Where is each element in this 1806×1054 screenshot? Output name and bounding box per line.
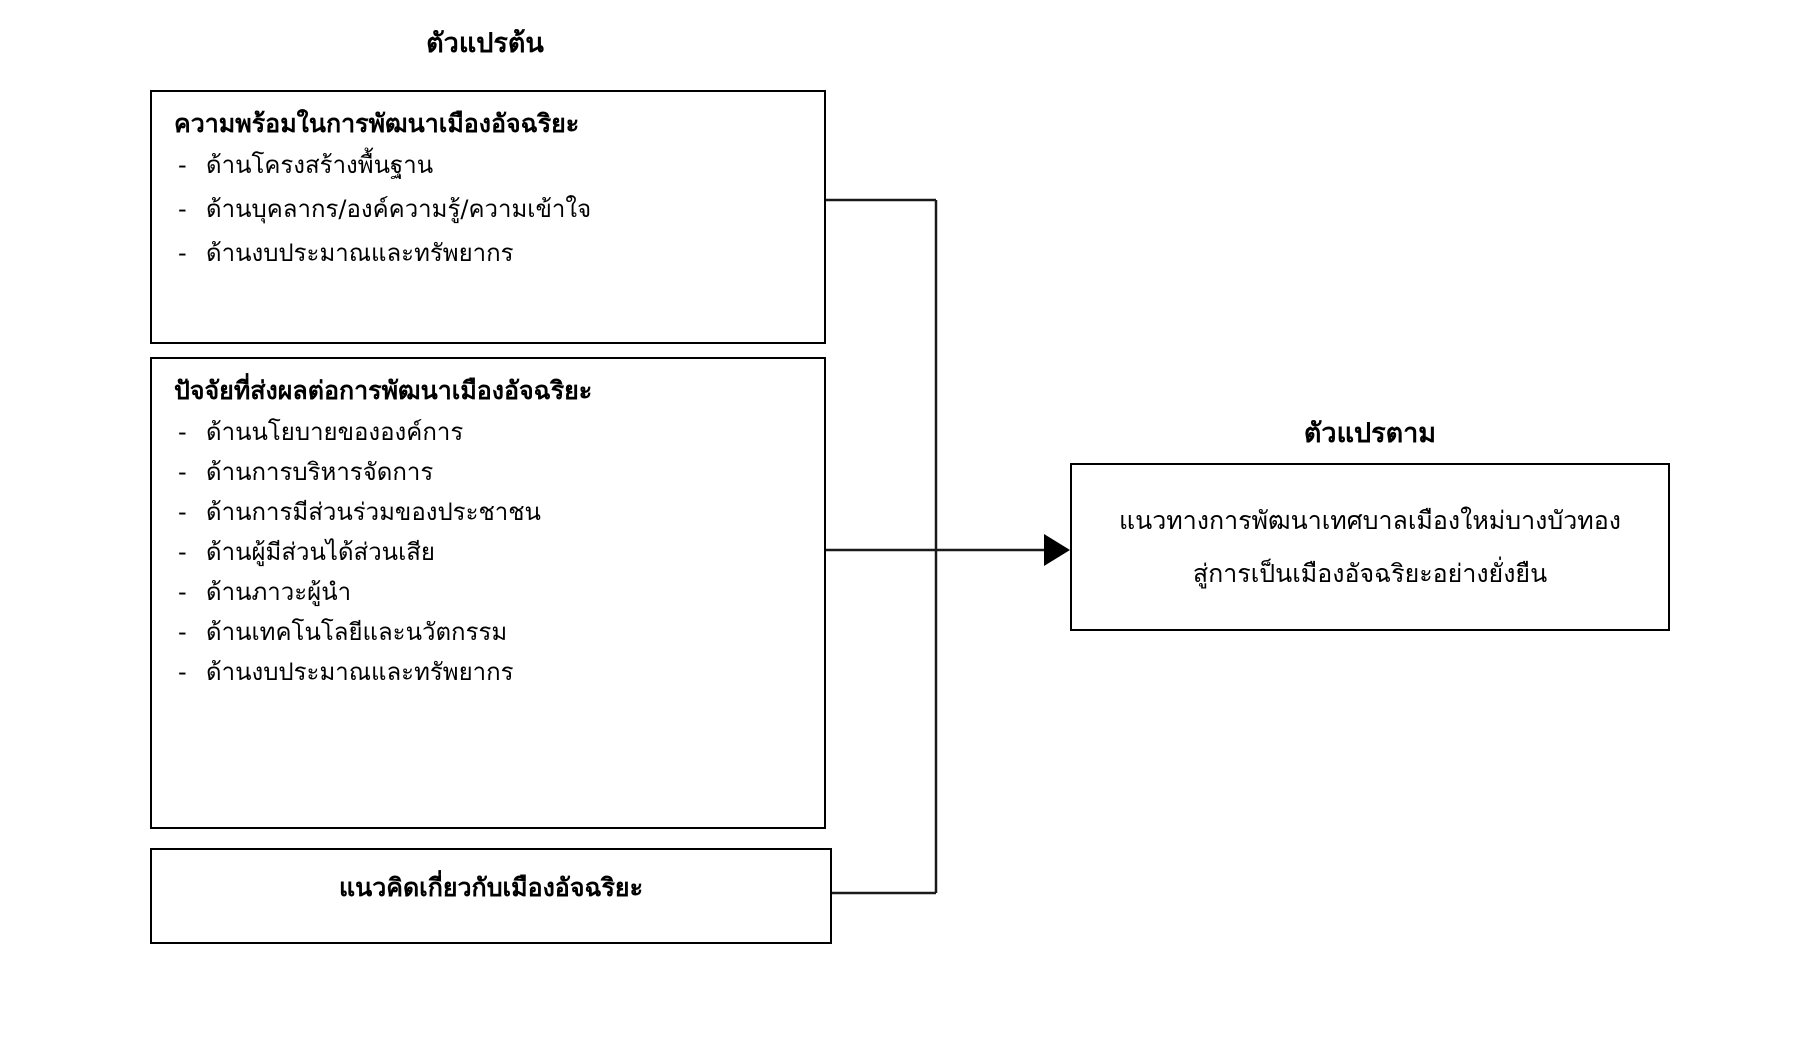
bullet-dash: - bbox=[178, 578, 187, 607]
list-item: - ด้านงบประมาณและทรัพยากร bbox=[174, 660, 802, 684]
box-outcome-line-2: สู่การเป็นเมืองอัจฉริยะอย่างยั่งยืน bbox=[1192, 559, 1548, 588]
box-readiness: ความพร้อมในการพัฒนาเมืองอัจฉริยะ - ด้านโ… bbox=[150, 90, 826, 344]
list-item: - ด้านการบริหารจัดการ bbox=[174, 460, 802, 484]
list-item-label: ด้านนโยบายขององค์การ bbox=[206, 418, 464, 447]
list-item: - ด้านนโยบายขององค์การ bbox=[174, 420, 802, 444]
arrowhead-icon bbox=[1044, 534, 1070, 566]
list-item-label: ด้านบุคลากร/องค์ความรู้/ความเข้าใจ bbox=[206, 195, 592, 224]
list-item-label: ด้านเทคโนโลยีและนวัตกรรม bbox=[206, 618, 508, 647]
bullet-dash: - bbox=[178, 458, 187, 487]
bullet-dash: - bbox=[178, 498, 187, 527]
box-factors-list: - ด้านนโยบายขององค์การ - ด้านการบริหารจั… bbox=[174, 420, 802, 684]
box-readiness-title: ความพร้อมในการพัฒนาเมืองอัจฉริยะ bbox=[174, 109, 580, 138]
list-item: - ด้านบุคลากร/องค์ความรู้/ความเข้าใจ bbox=[174, 197, 802, 221]
list-item-label: ด้านการบริหารจัดการ bbox=[206, 458, 434, 487]
list-item: - ด้านงบประมาณและทรัพยากร bbox=[174, 241, 802, 265]
box-outcome-line-1: แนวทางการพัฒนาเทศบาลเมืองใหม่บางบัวทอง bbox=[1118, 506, 1621, 535]
box-smart-city-concept-title: แนวคิดเกี่ยวกับเมืองอัจฉริยะ bbox=[338, 873, 644, 902]
bullet-dash: - bbox=[178, 195, 187, 224]
dependent-variable-heading: ตัวแปรตาม bbox=[1303, 418, 1437, 449]
bullet-dash: - bbox=[178, 538, 187, 567]
list-item: - ด้านโครงสร้างพื้นฐาน bbox=[174, 153, 802, 177]
box-outcome: แนวทางการพัฒนาเทศบาลเมืองใหม่บางบัวทอง ส… bbox=[1070, 463, 1670, 631]
bullet-dash: - bbox=[178, 151, 187, 180]
list-item: - ด้านเทคโนโลยีและนวัตกรรม bbox=[174, 620, 802, 644]
list-item-label: ด้านผู้มีส่วนได้ส่วนเสีย bbox=[206, 538, 435, 567]
bullet-dash: - bbox=[178, 239, 187, 268]
list-item: - ด้านภาวะผู้นำ bbox=[174, 580, 802, 604]
box-factors: ปัจจัยที่ส่งผลต่อการพัฒนาเมืองอัจฉริยะ -… bbox=[150, 357, 826, 829]
bullet-dash: - bbox=[178, 418, 187, 447]
list-item-label: ด้านงบประมาณและทรัพยากร bbox=[206, 658, 514, 687]
list-item: - ด้านผู้มีส่วนได้ส่วนเสีย bbox=[174, 540, 802, 564]
box-smart-city-concept: แนวคิดเกี่ยวกับเมืองอัจฉริยะ bbox=[150, 848, 832, 944]
list-item-label: ด้านภาวะผู้นำ bbox=[206, 578, 352, 607]
list-item-label: ด้านงบประมาณและทรัพยากร bbox=[206, 239, 514, 268]
list-item-label: ด้านการมีส่วนร่วมของประชาชน bbox=[206, 498, 541, 527]
independent-variable-heading: ตัวแปรต้น bbox=[426, 28, 544, 59]
list-item-label: ด้านโครงสร้างพื้นฐาน bbox=[206, 151, 434, 180]
list-item: - ด้านการมีส่วนร่วมของประชาชน bbox=[174, 500, 802, 524]
box-factors-title: ปัจจัยที่ส่งผลต่อการพัฒนาเมืองอัจฉริยะ bbox=[174, 376, 593, 405]
box-readiness-list: - ด้านโครงสร้างพื้นฐาน - ด้านบุคลากร/องค… bbox=[174, 153, 802, 265]
bullet-dash: - bbox=[178, 658, 187, 687]
bullet-dash: - bbox=[178, 618, 187, 647]
